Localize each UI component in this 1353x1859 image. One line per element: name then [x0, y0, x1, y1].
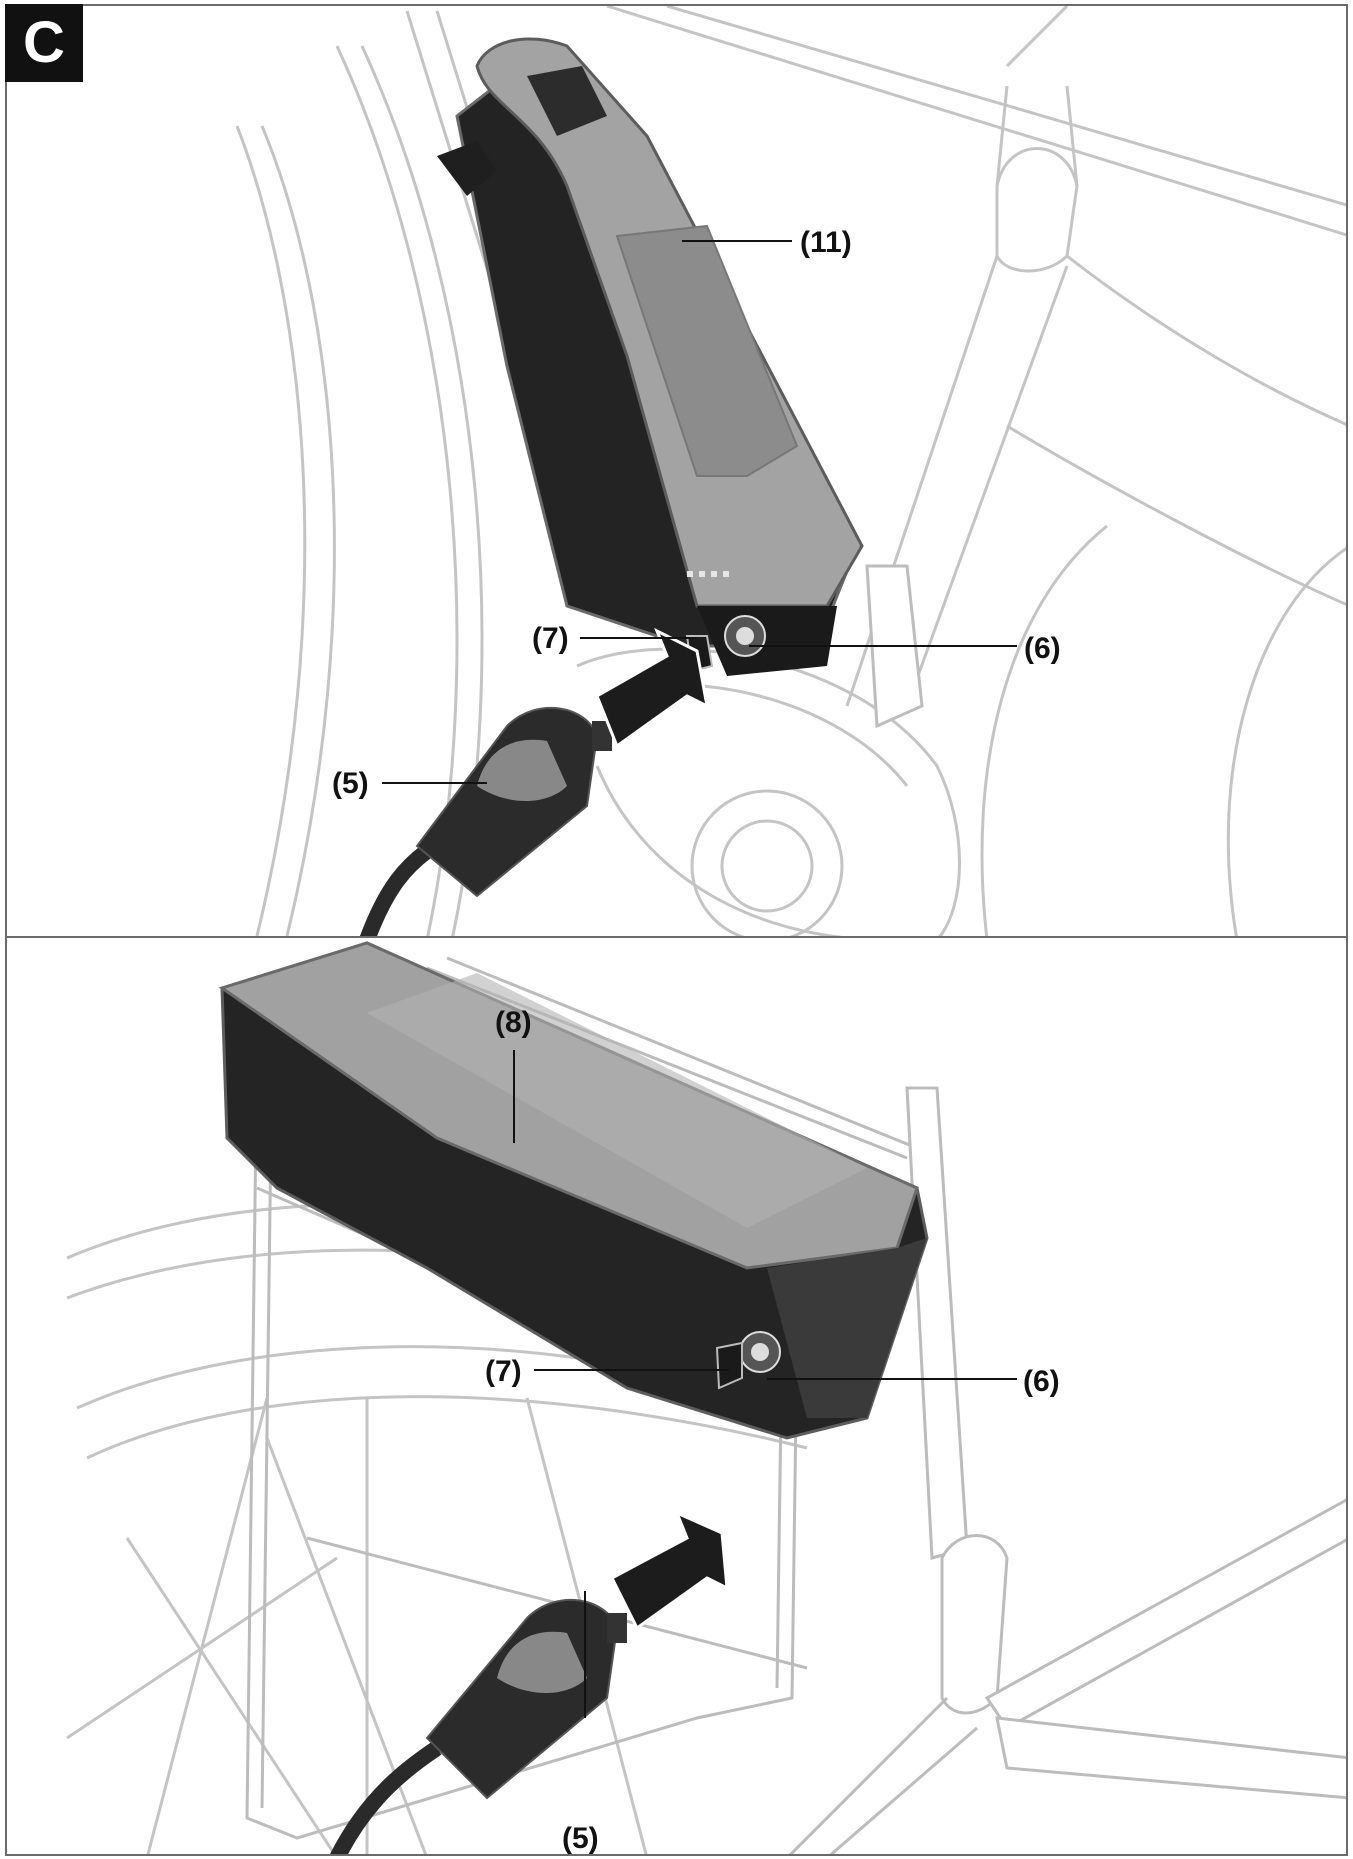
- callout-plug-5: (5): [562, 1822, 599, 1855]
- callout-socket-6: (6): [1023, 1365, 1060, 1398]
- callout-battery-11: (11): [800, 226, 852, 259]
- bottom-panel-illustration: (8) (7) (6) (5): [66, 941, 1346, 1855]
- insert-arrow: [610, 1510, 729, 1631]
- charger-plug-5: [359, 706, 612, 936]
- top-panel-frame-battery: (11) (7) (6) (5): [5, 4, 1348, 938]
- callout-lock-7: (7): [532, 622, 569, 655]
- charger-plug-5: [330, 1598, 627, 1854]
- callout-battery-8: (8): [495, 1006, 532, 1039]
- callout-lock-7: (7): [485, 1355, 522, 1388]
- leader-lines: [513, 1050, 1017, 1718]
- callout-plug-5: (5): [332, 767, 369, 800]
- frame-battery-11: [437, 37, 864, 676]
- insert-arrow: [595, 627, 710, 749]
- bottom-panel-rack-battery: (8) (7) (6) (5): [5, 936, 1348, 1856]
- leader-lines: [382, 240, 1017, 784]
- figure-tag: C: [5, 4, 83, 82]
- rack-battery-8: [218, 941, 929, 1440]
- callout-socket-6: (6): [1024, 632, 1061, 665]
- top-panel-illustration: (11) (7) (6) (5): [235, 6, 1346, 936]
